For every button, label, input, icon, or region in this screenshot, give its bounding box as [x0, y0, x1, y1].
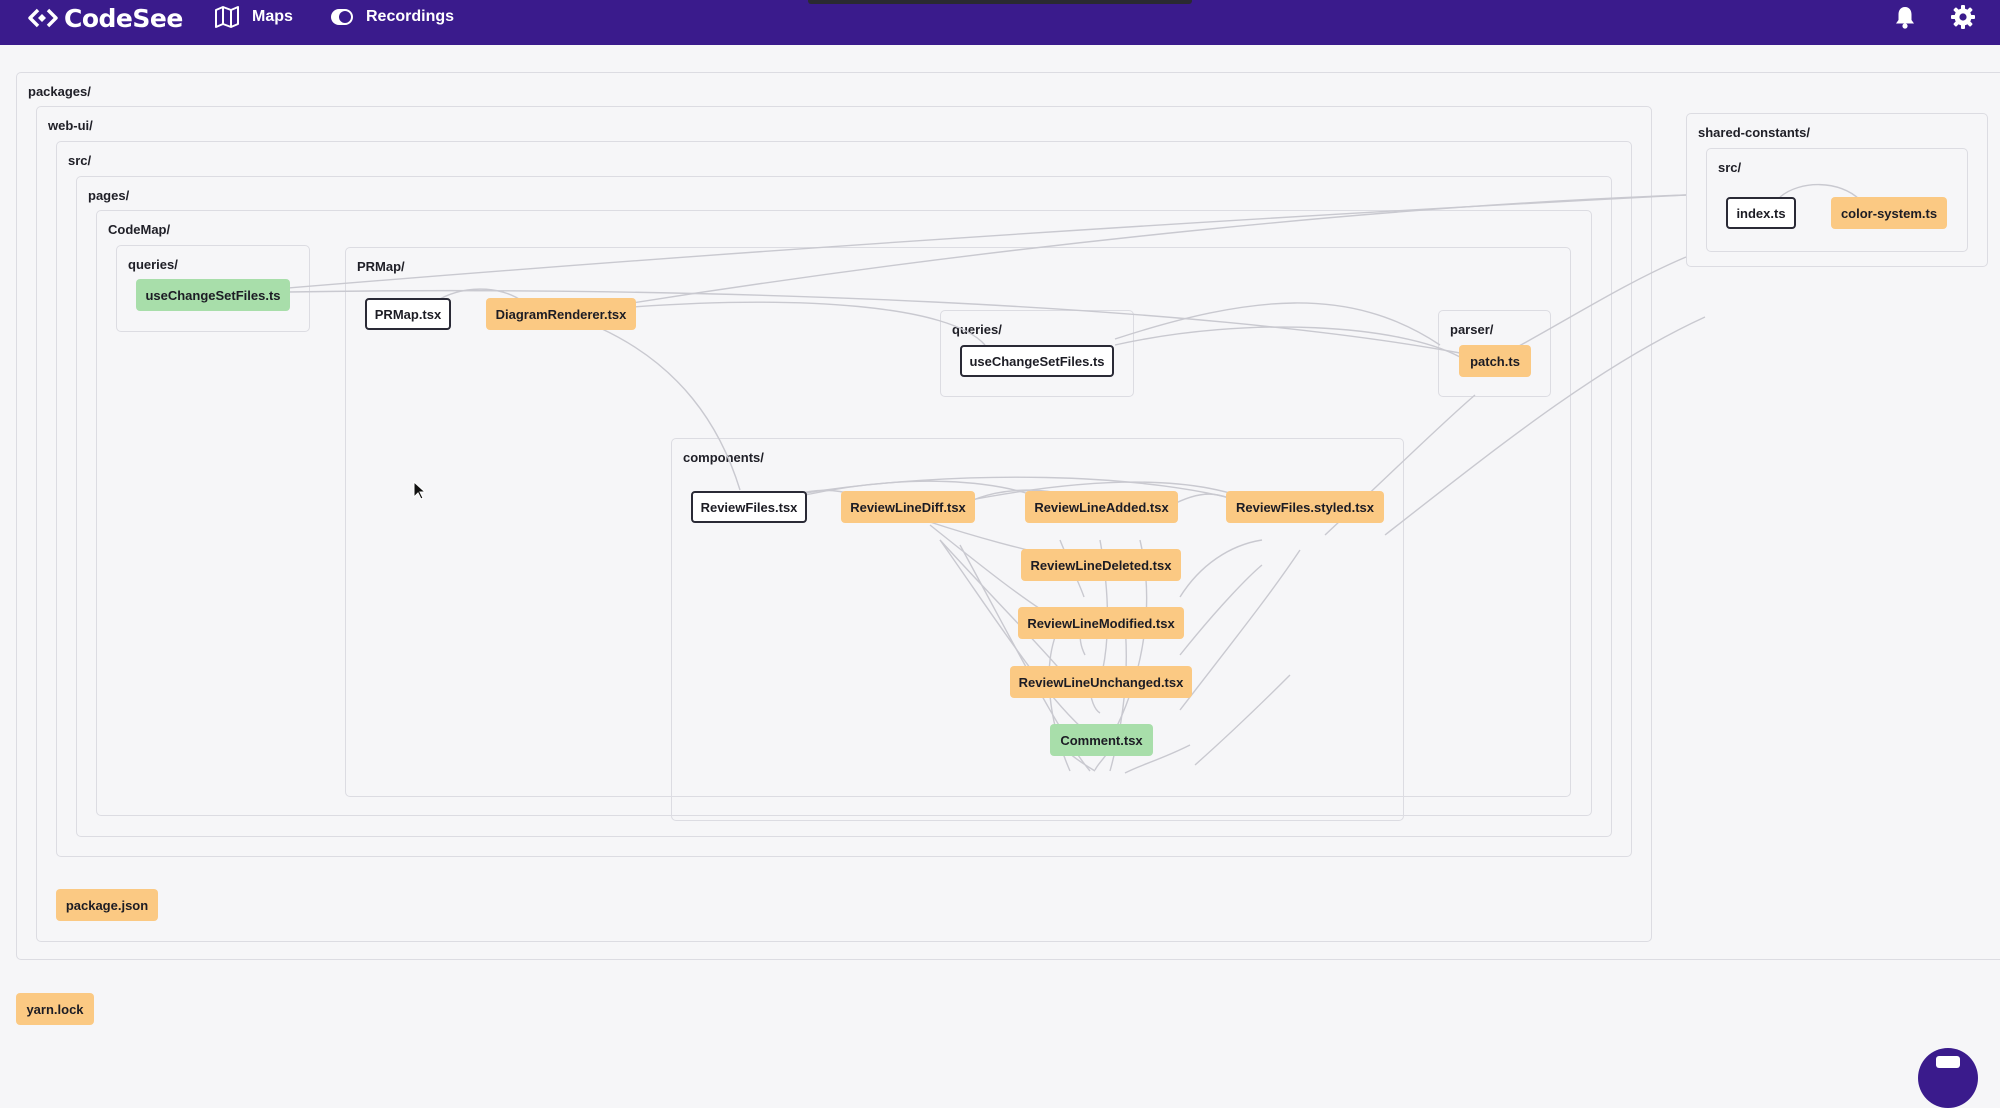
brand-name: CodeSee — [64, 4, 183, 33]
folder-label: queries/ — [128, 257, 178, 272]
top-navigation-bar: CodeSee Maps Recordings — [0, 0, 2000, 45]
bell-icon[interactable] — [1892, 4, 1918, 30]
chat-button[interactable] — [1918, 1048, 1978, 1108]
file-node-color-system[interactable]: color-system.ts — [1831, 197, 1947, 229]
file-node-yarn-lock[interactable]: yarn.lock — [16, 993, 94, 1025]
folder-label: pages/ — [88, 188, 129, 203]
folder-label: packages/ — [28, 84, 91, 99]
folder-label: components/ — [683, 450, 764, 465]
folder-label: CodeMap/ — [108, 222, 170, 237]
nav-recordings-label: Recordings — [366, 8, 454, 26]
file-node-review-files[interactable]: ReviewFiles.tsx — [691, 491, 807, 523]
file-node-review-line-deleted[interactable]: ReviewLineDeleted.tsx — [1021, 549, 1181, 581]
folder-label: shared-constants/ — [1698, 125, 1810, 140]
nav-maps[interactable]: Maps — [214, 4, 293, 30]
file-node-review-line-unchanged[interactable]: ReviewLineUnchanged.tsx — [1010, 666, 1192, 698]
folder-label: src/ — [1718, 160, 1741, 175]
file-node-review-line-added[interactable]: ReviewLineAdded.tsx — [1025, 491, 1178, 523]
mouse-cursor-icon — [413, 481, 427, 501]
map-icon — [214, 5, 240, 29]
folder-label: web-ui/ — [48, 118, 93, 133]
chat-icon — [1936, 1056, 1960, 1068]
brand-logo[interactable]: CodeSee — [28, 4, 183, 32]
folder-label: PRMap/ — [357, 259, 405, 274]
nav-maps-label: Maps — [252, 8, 293, 26]
file-node-comment[interactable]: Comment.tsx — [1050, 724, 1153, 756]
file-node-review-files-styled[interactable]: ReviewFiles.styled.tsx — [1226, 491, 1384, 523]
window-strip — [808, 0, 1192, 4]
file-node-diagram-renderer[interactable]: DiagramRenderer.tsx — [486, 298, 636, 330]
codesee-logo-icon — [28, 7, 58, 29]
file-node-review-line-diff[interactable]: ReviewLineDiff.tsx — [841, 491, 975, 523]
folder-label: queries/ — [952, 322, 1002, 337]
file-node-package-json[interactable]: package.json — [56, 889, 158, 921]
file-node-patch[interactable]: patch.ts — [1459, 345, 1531, 377]
file-node-prmap[interactable]: PRMap.tsx — [365, 298, 451, 330]
gear-icon[interactable] — [1950, 4, 1976, 30]
file-node-index[interactable]: index.ts — [1726, 197, 1796, 229]
folder-label: src/ — [68, 153, 91, 168]
folder-label: parser/ — [1450, 322, 1493, 337]
file-node-use-change-set-files-prmap[interactable]: useChangeSetFiles.ts — [960, 345, 1114, 377]
nav-recordings[interactable]: Recordings — [330, 4, 454, 30]
recordings-toggle-icon — [330, 8, 354, 26]
file-node-use-change-set-files-codemap[interactable]: useChangeSetFiles.ts — [136, 279, 290, 311]
code-map-canvas[interactable]: packages/ web-ui/ src/ pages/ CodeMap/ q… — [0, 45, 2000, 1069]
file-node-review-line-modified[interactable]: ReviewLineModified.tsx — [1018, 607, 1184, 639]
